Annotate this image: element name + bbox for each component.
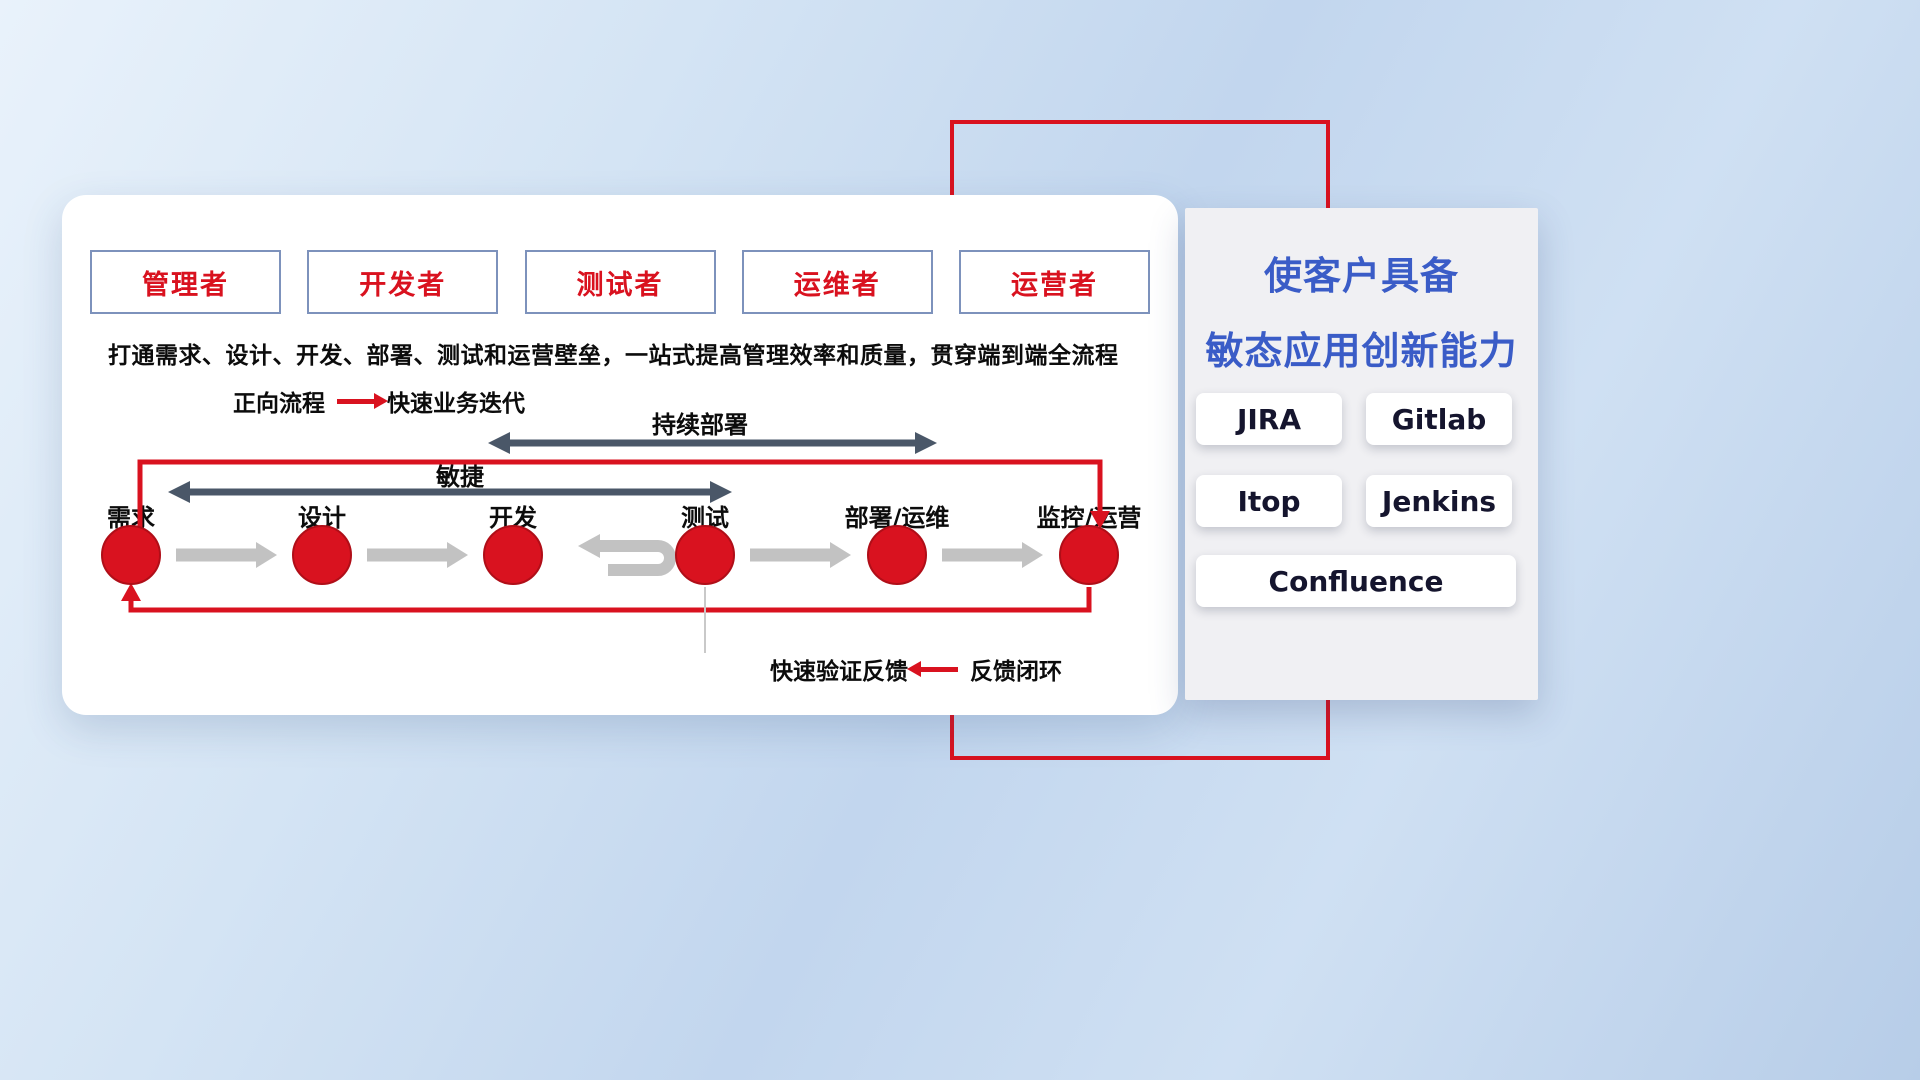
stage-development-circle: [483, 525, 543, 585]
tool-gitlab: Gitlab: [1366, 393, 1512, 445]
legend-feedback-value: 反馈闭环: [970, 659, 1062, 685]
feedback-loop-line: [121, 583, 1092, 613]
role-box-developer: 开发者: [307, 250, 499, 314]
process-description: 打通需求、设计、开发、部署、测试和运营壁垒，一站式提高管理效率和质量，贯穿端到端…: [108, 343, 1119, 369]
flow-arrow-icon: [367, 542, 468, 568]
feedback-arrow-icon: [907, 661, 958, 677]
flow-arrow-icon: [942, 542, 1043, 568]
role-label: 运营者: [1011, 269, 1098, 301]
roles-row: 管理者 开发者 测试者 运维者 运营者: [90, 250, 1150, 314]
stage-monitor-ops-circle: [1059, 525, 1119, 585]
continuous-deployment-label: 持续部署: [652, 411, 748, 439]
loop-back-icon: [578, 534, 676, 576]
legend-forward-label: 正向流程: [233, 391, 325, 417]
agile-label: 敏捷: [436, 463, 484, 491]
stage-design-circle: [292, 525, 352, 585]
main-panel: 管理者 开发者 测试者 运维者 运营者 打通需求、设计、开发、部署、测试和运营壁…: [62, 195, 1178, 715]
stage-requirements-circle: [101, 525, 161, 585]
stage-testing-circle: [675, 525, 735, 585]
stage-design-label: 设计: [298, 504, 346, 532]
role-label: 管理者: [142, 269, 229, 301]
flow-arrow-icon: [176, 542, 277, 568]
tool-label: Jenkins: [1381, 484, 1497, 518]
tool-itop: Itop: [1196, 475, 1342, 527]
stage-development-label: 开发: [489, 504, 537, 532]
tool-label: Itop: [1237, 484, 1301, 518]
legend-forward-value: 快速业务迭代: [387, 391, 525, 417]
stage-monitor-ops-label: 监控/运营: [1036, 504, 1142, 532]
stage-deploy-ops-label: 部署/运维: [844, 504, 950, 532]
tool-label: Confluence: [1268, 564, 1444, 598]
role-label: 开发者: [359, 269, 447, 301]
tool-jira: JIRA: [1196, 393, 1342, 445]
right-panel-title-line1: 使客户具备: [1263, 254, 1459, 298]
role-label: 测试者: [576, 269, 664, 301]
legend-feedback-label: 快速验证反馈: [770, 659, 908, 685]
role-box-manager: 管理者: [90, 250, 281, 314]
stage-deploy-ops-circle: [867, 525, 927, 585]
tool-label: Gitlab: [1391, 402, 1487, 436]
role-label: 运维者: [793, 269, 881, 301]
tool-jenkins: Jenkins: [1366, 475, 1512, 527]
tool-confluence: Confluence: [1196, 555, 1516, 607]
legend-feedback: 快速验证反馈 反馈闭环: [770, 655, 1062, 685]
role-box-operator: 运营者: [959, 250, 1150, 314]
role-box-tester: 测试者: [524, 250, 716, 314]
stage-circles: [101, 525, 1119, 585]
right-panel-title-line2: 敏态应用创新能力: [1205, 329, 1518, 373]
tool-label: JIRA: [1236, 402, 1302, 436]
legend-forward-flow: 正向流程 快速业务迭代: [233, 387, 525, 417]
right-panel: 使客户具备 敏态应用创新能力 JIRA Gitlab Itop Jenkins …: [1185, 208, 1538, 700]
flow-arrow-icon: [750, 542, 851, 568]
stage-requirements-label: 需求: [107, 504, 155, 532]
role-box-ops: 运维者: [741, 250, 933, 314]
forward-arrow-icon: [337, 393, 388, 409]
stage-testing-label: 测试: [681, 504, 729, 532]
